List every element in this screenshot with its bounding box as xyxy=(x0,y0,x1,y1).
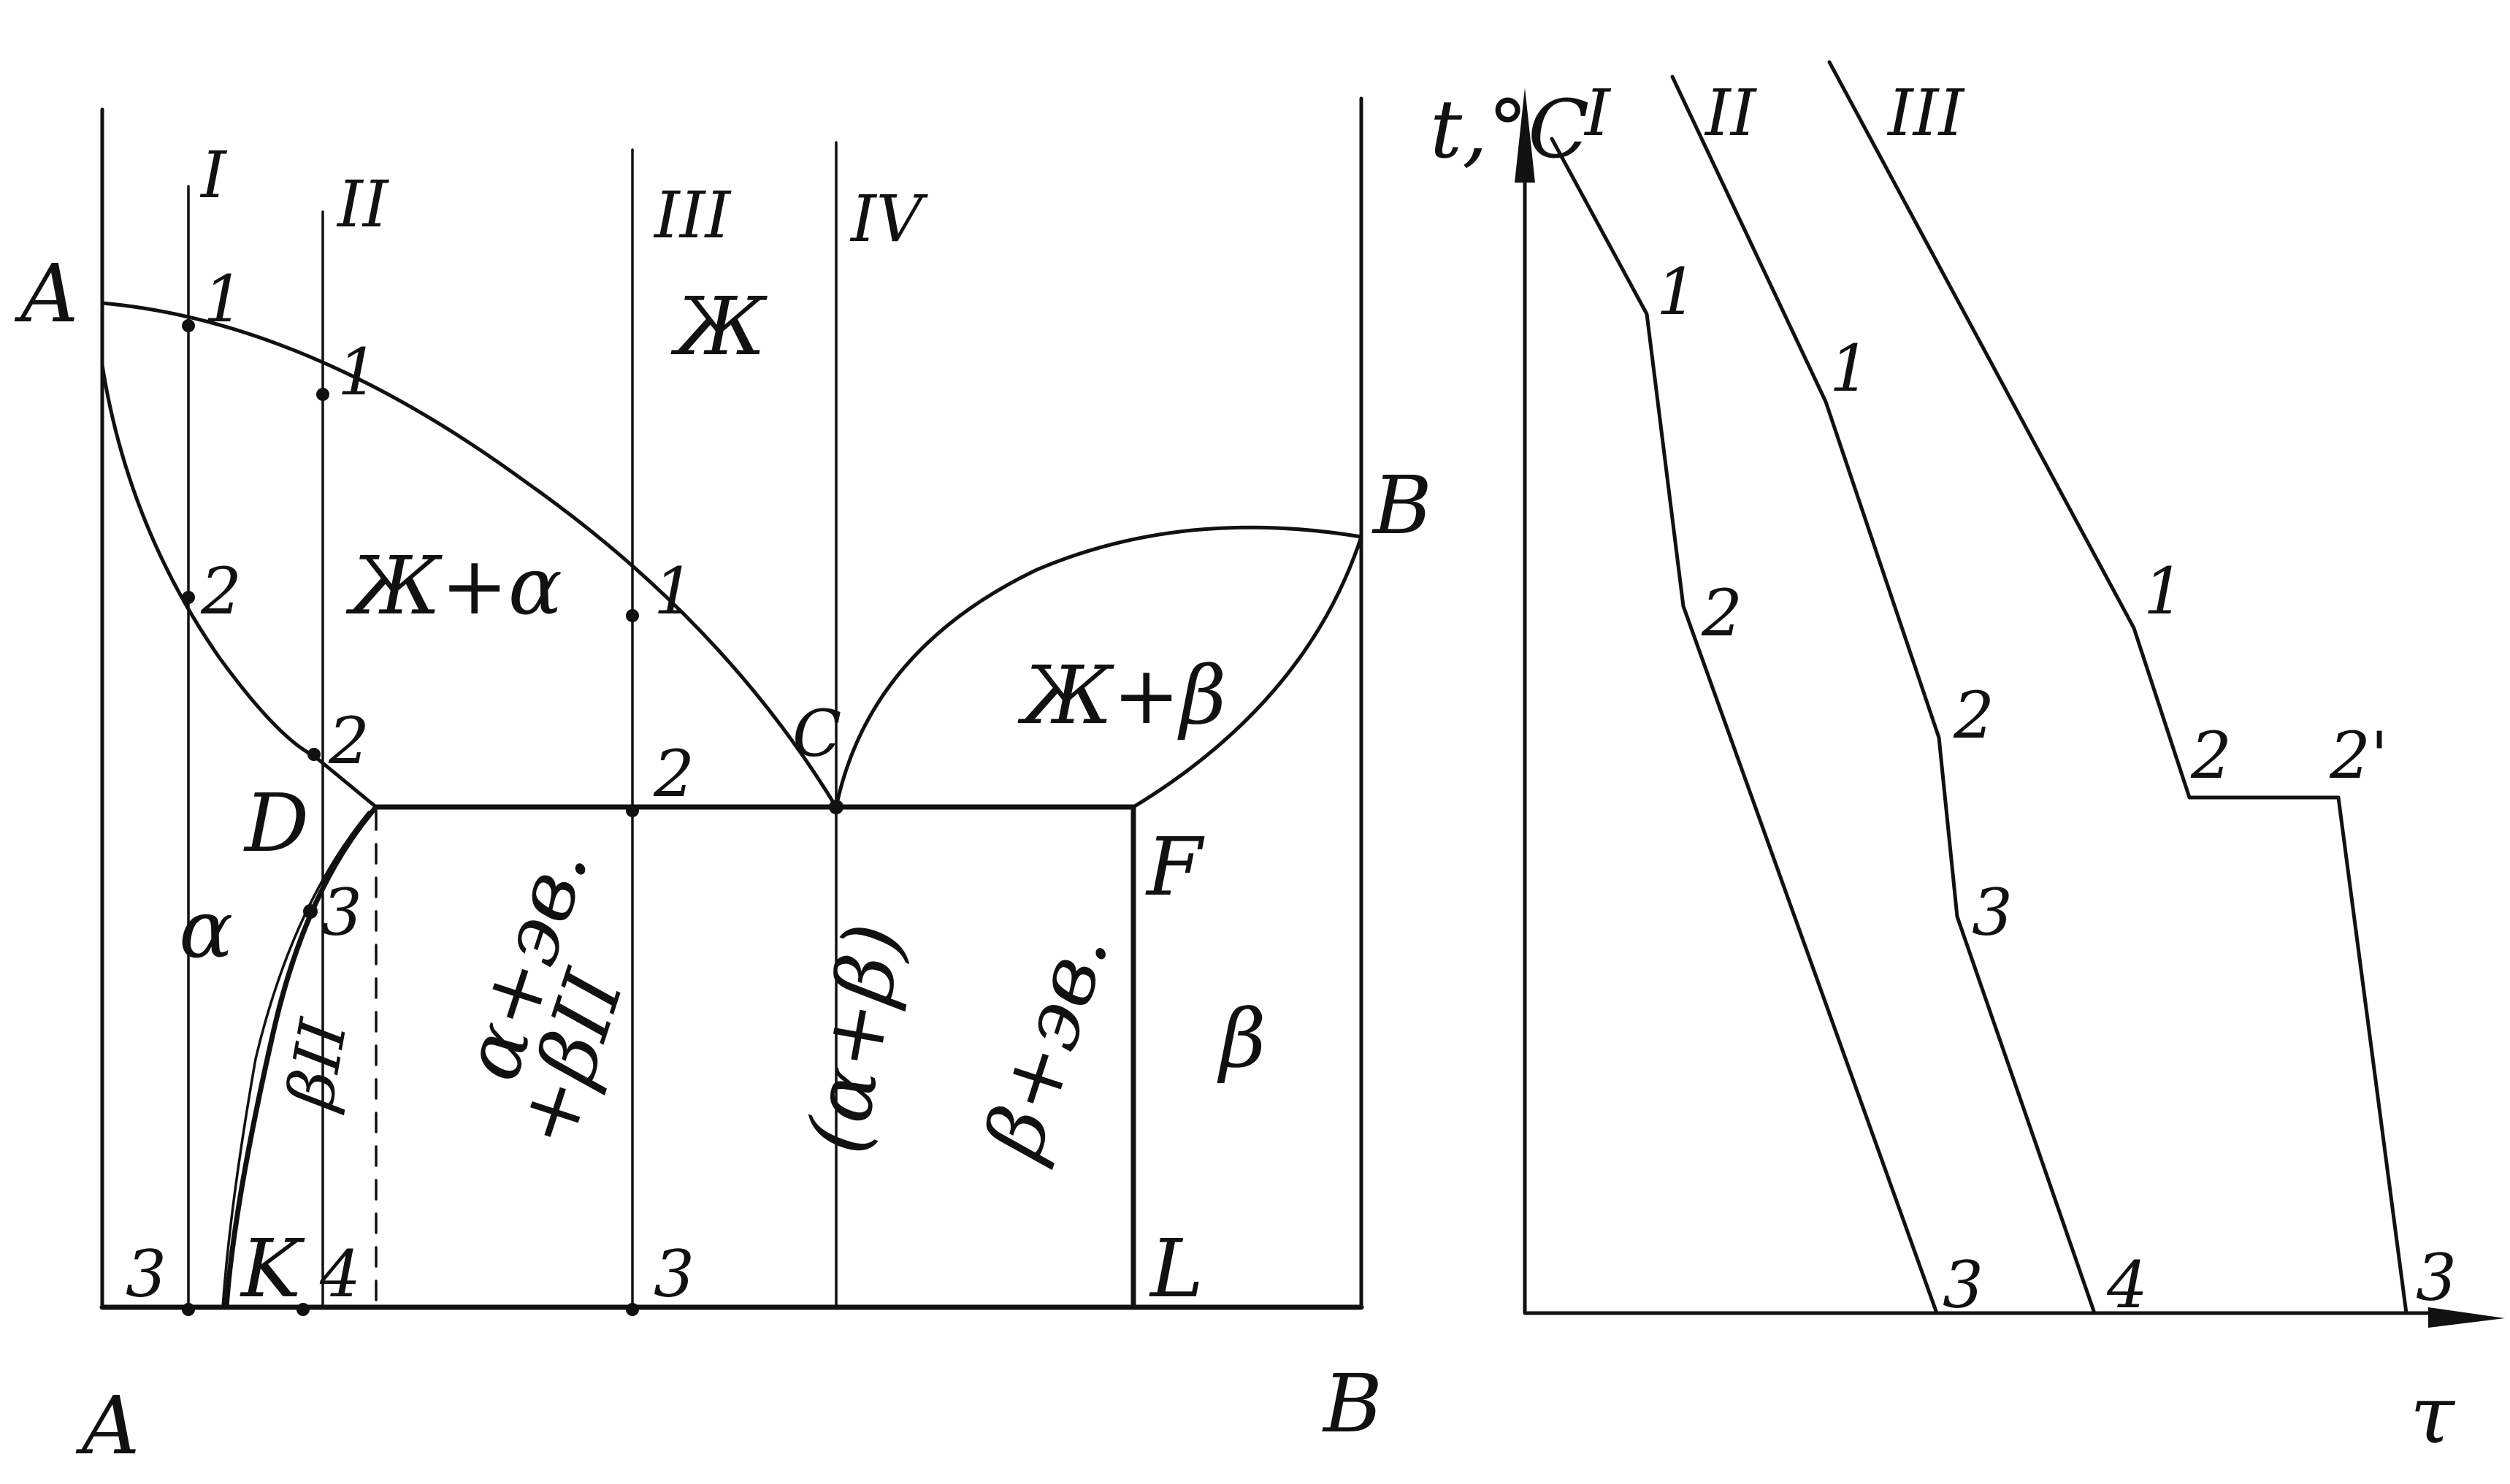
label-A-top: A xyxy=(14,247,78,340)
liquidus-right xyxy=(834,525,1363,809)
point-II-3: 3 xyxy=(321,875,362,950)
point-II-1: 1 xyxy=(337,334,378,410)
dot-II-3 xyxy=(303,904,318,919)
dot-I-2 xyxy=(182,591,195,604)
point-I-3: 3 xyxy=(126,1236,167,1312)
label-curve-III: III xyxy=(1886,75,1966,150)
phase-diagram: A B A B I II III IV Ж Ж+α Ж+β α β βII α+… xyxy=(14,96,1432,1472)
point-II-2: 2 xyxy=(328,703,370,779)
label-B-bottom: B xyxy=(1322,1357,1382,1450)
time-axis-arrow xyxy=(2428,1307,2505,1328)
label-line-I: I xyxy=(199,137,228,213)
label-curve-II-3: 3 xyxy=(1972,875,2013,950)
label-curve-III-1: 1 xyxy=(2143,554,2184,629)
point-I-1: 1 xyxy=(203,261,244,337)
region-liquid-beta: Ж+β xyxy=(1017,649,1226,742)
region-beta-eutectic: β+эв. xyxy=(965,919,1127,1171)
point-III-1: 1 xyxy=(654,554,695,629)
region-beta: β xyxy=(1217,992,1266,1085)
dot-II-2 xyxy=(307,748,321,761)
region-eutectic-parens: (α+β) xyxy=(789,917,922,1160)
label-curve-I-2: 2 xyxy=(1701,575,1742,651)
point-III-3: 3 xyxy=(654,1236,695,1312)
label-curve-II-1: 1 xyxy=(1829,331,1870,406)
region-liquid: Ж xyxy=(670,280,768,373)
cooling-curve-III xyxy=(1827,60,2408,1315)
label-tau-axis: τ xyxy=(2410,1368,2456,1461)
dot-I-1 xyxy=(182,319,195,332)
label-curve-I-1: 1 xyxy=(1656,254,1697,329)
point-III-2: 2 xyxy=(653,736,695,811)
dot-III-1 xyxy=(626,609,639,622)
label-curve-II: II xyxy=(1704,75,1758,150)
point-K: K xyxy=(240,1222,305,1315)
label-curve-I-3: 3 xyxy=(1943,1247,1983,1323)
label-A-bottom: A xyxy=(75,1379,139,1472)
dot-III-2 xyxy=(626,804,639,817)
region-alpha: α xyxy=(179,882,233,976)
point-II-4: 4 xyxy=(319,1236,361,1312)
point-F: F xyxy=(1145,820,1205,914)
point-I-2: 2 xyxy=(200,554,242,629)
liquidus-left xyxy=(100,301,838,809)
label-line-IV: IV xyxy=(849,181,929,256)
label-curve-II-2: 2 xyxy=(1953,678,1994,753)
dot-base-II xyxy=(296,1303,310,1316)
cooling-curve-II xyxy=(1670,74,2097,1315)
point-C: C xyxy=(792,696,841,771)
label-curve-II-4: 4 xyxy=(2106,1247,2148,1323)
label-B-top: B xyxy=(1371,459,1432,552)
solvus-left-outline xyxy=(221,811,370,1309)
dot-C xyxy=(829,800,843,814)
solvus-left xyxy=(223,804,379,1310)
cooling-curve-I xyxy=(1550,137,1939,1315)
label-curve-III-2prime: 2' xyxy=(2329,718,2388,793)
solidus-right xyxy=(1131,535,1363,809)
label-line-III: III xyxy=(653,177,732,253)
region-beta-secondary: βII xyxy=(272,1012,361,1116)
cooling-curves: t,°C τ I 1 2 3 II 1 2 3 4 III 1 2 2' 3 xyxy=(1430,60,2505,1461)
point-D: D xyxy=(243,776,309,870)
label-line-II: II xyxy=(336,167,390,242)
label-curve-III-2: 2 xyxy=(2190,718,2232,793)
region-liquid-alpha: Ж+α xyxy=(345,539,562,632)
solidus-left xyxy=(100,363,378,809)
dot-II-1 xyxy=(316,388,329,401)
point-L: L xyxy=(1149,1222,1204,1315)
label-curve-III-3: 3 xyxy=(2416,1240,2457,1315)
label-curve-I: I xyxy=(1583,75,1612,150)
dot-base-III xyxy=(626,1303,639,1316)
temperature-axis-arrow xyxy=(1515,88,1535,183)
dot-base-I xyxy=(182,1303,195,1316)
